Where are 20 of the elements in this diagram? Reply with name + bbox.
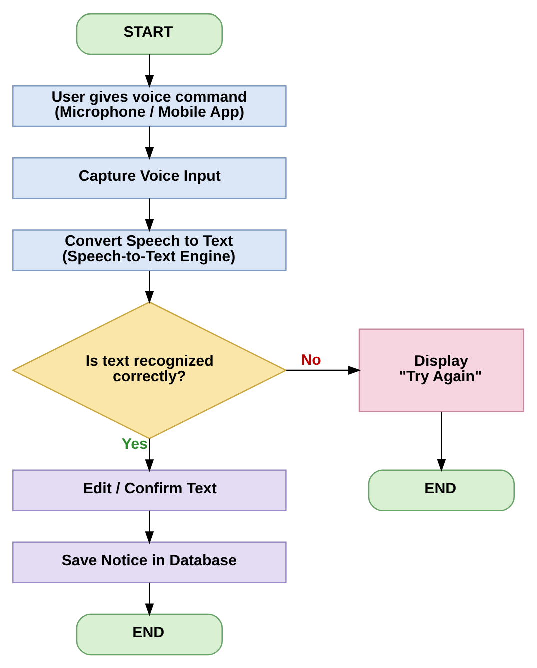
arrow: [145, 270, 154, 304]
arrow: [145, 126, 154, 160]
arrow: [145, 438, 154, 472]
node-box: Display "Try Again": [358, 328, 524, 412]
node-box: Save Notice in Database: [12, 541, 287, 584]
arrow: [145, 510, 154, 544]
arrow: [145, 54, 154, 88]
node-box: START: [76, 12, 223, 55]
node-box: Capture Voice Input: [12, 157, 287, 199]
arrow: [145, 198, 154, 232]
arrow: [286, 366, 362, 374]
edge-label: No: [301, 351, 322, 368]
node-box: Convert Speech to Text (Speech-to-Text Engine): [12, 229, 287, 271]
node-box: User gives voice command (Microphone / Mobile App): [12, 84, 287, 127]
arrow: [437, 411, 446, 472]
node-box: Edit / Confirm Text: [12, 469, 287, 511]
node-diamond: Is text recognized correctly?: [12, 301, 288, 439]
arrow: [145, 582, 154, 616]
node-box: END: [76, 613, 223, 656]
node-box: END: [368, 469, 515, 511]
